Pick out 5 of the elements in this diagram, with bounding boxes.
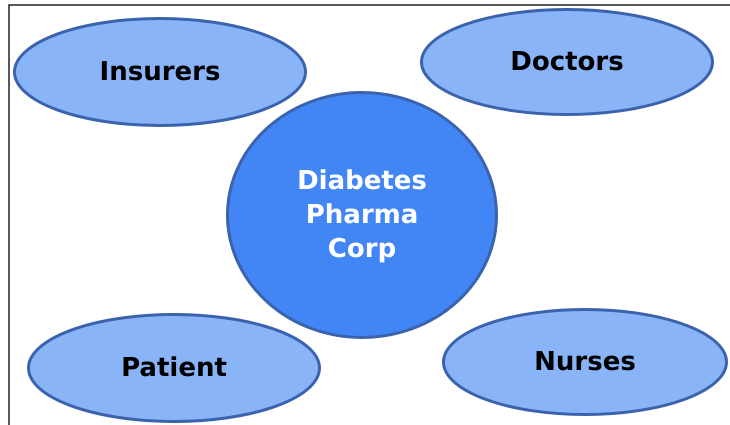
node-label: Patient: [120, 352, 228, 385]
node-label: Nurses: [533, 346, 637, 379]
node-label: Doctors: [509, 46, 625, 79]
node-label: Diabetes Pharma Corp: [296, 165, 428, 266]
node-label: Insurers: [98, 56, 222, 89]
